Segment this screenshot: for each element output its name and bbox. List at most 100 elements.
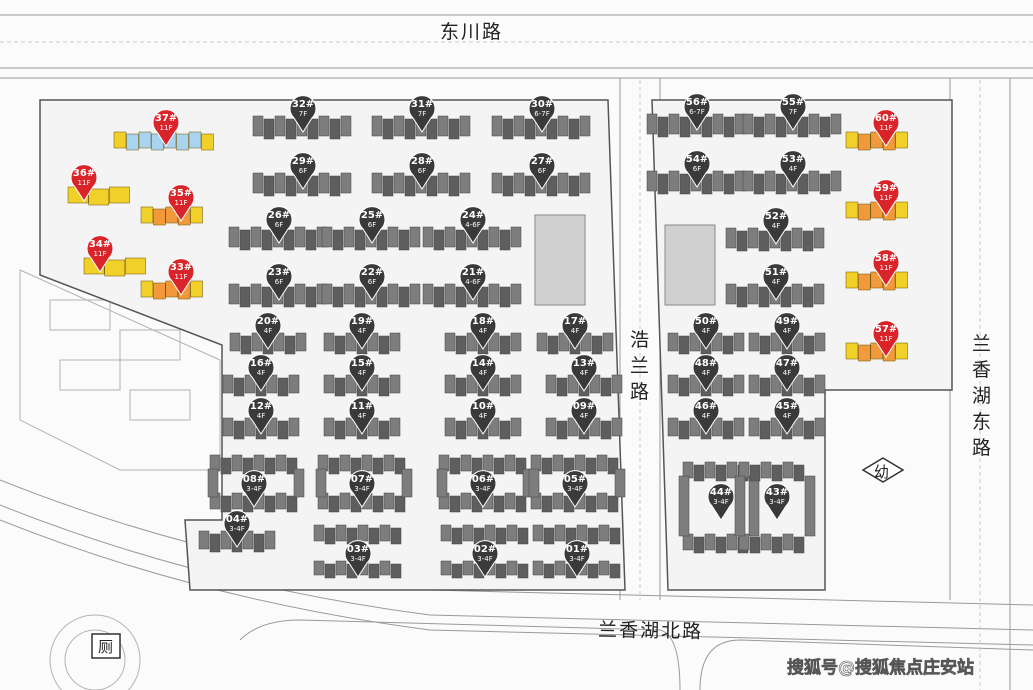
building-floors: 4F — [772, 278, 780, 286]
building-pin-25: 25#6F — [358, 206, 386, 244]
building-number: 13# — [573, 358, 595, 369]
building-pin-45: 45#4F — [773, 397, 801, 435]
building-pins-layer: 32#7F31#7F30#6-7F29#6F28#6F27#6F26#6F25#… — [70, 93, 900, 578]
building-pin-06: 06#3-4F — [469, 470, 497, 508]
building-pin-34: 34#11F — [86, 235, 114, 273]
building-pin-55: 55#7F — [779, 93, 807, 131]
building-number: 49# — [776, 316, 798, 327]
building-floors: 6-7F — [534, 110, 549, 118]
building-pin-37: 37#11F — [152, 109, 180, 147]
building-floors: 3-4F — [246, 485, 261, 493]
building-floors: 4-6F — [465, 278, 480, 286]
building-floors: 3-4F — [354, 485, 369, 493]
building-pin-33: 33#11F — [167, 258, 195, 296]
building-number: 25# — [361, 210, 383, 221]
building-pin-58: 58#11F — [872, 249, 900, 287]
building-number: 52# — [765, 211, 787, 222]
building-floors: 4F — [257, 369, 265, 377]
svg-text:香: 香 — [972, 359, 993, 381]
building-pin-16: 16#4F — [247, 354, 275, 392]
svg-text:湖: 湖 — [972, 385, 993, 407]
building-floors: 6F — [693, 165, 701, 173]
building-number: 48# — [695, 358, 717, 369]
building-pin-23: 23#6F — [265, 263, 293, 301]
building-floors: 4F — [479, 412, 487, 420]
building-block-03 — [313, 524, 402, 579]
building-number: 27# — [531, 156, 553, 167]
building-pin-49: 49#4F — [773, 312, 801, 350]
building-pin-03: 03#3-4F — [344, 540, 372, 578]
building-floors: 4F — [702, 369, 710, 377]
building-number: 43# — [766, 487, 788, 498]
building-block-60 — [845, 131, 908, 151]
building-floors: 6-7F — [689, 108, 704, 116]
building-block-33 — [140, 280, 203, 300]
building-number: 10# — [472, 401, 494, 412]
building-block-06 — [436, 454, 534, 513]
west-neighbour-block — [19, 269, 221, 690]
building-pin-36: 36#11F — [70, 164, 98, 202]
building-pin-24: 24#4-6F — [459, 206, 487, 244]
svg-text:路: 路 — [972, 437, 993, 459]
building-floors: 3-4F — [569, 555, 584, 563]
building-floors: 4F — [580, 369, 588, 377]
building-number: 22# — [361, 267, 383, 278]
building-floors: 4F — [358, 369, 366, 377]
building-number: 21# — [462, 267, 484, 278]
building-floors: 4F — [783, 412, 791, 420]
building-floors: 11F — [175, 273, 188, 281]
svg-text:幼: 幼 — [874, 463, 889, 481]
building-pin-27: 27#6F — [528, 152, 556, 190]
building-number: 19# — [351, 316, 373, 327]
building-pin-10: 10#4F — [469, 397, 497, 435]
building-floors: 6F — [418, 167, 426, 175]
building-block-57 — [845, 342, 908, 362]
restroom-marker: 厕 — [91, 633, 121, 659]
svg-text:路: 路 — [630, 381, 651, 403]
building-number: 31# — [411, 99, 433, 110]
building-floors: 4F — [264, 327, 272, 335]
clubhouse-block — [534, 214, 716, 306]
building-pin-60: 60#11F — [872, 109, 900, 147]
building-pin-48: 48#4F — [692, 354, 720, 392]
building-floors: 6F — [275, 278, 283, 286]
building-pin-26: 26#6F — [265, 206, 293, 244]
building-pin-17: 17#4F — [561, 312, 589, 350]
building-floors: 4F — [789, 165, 797, 173]
building-pin-15: 15#4F — [348, 354, 376, 392]
building-pin-11: 11#4F — [348, 397, 376, 435]
building-floors: 4F — [479, 327, 487, 335]
building-pin-46: 46#4F — [692, 397, 720, 435]
building-floors: 11F — [94, 250, 107, 258]
building-pin-47: 47#4F — [773, 354, 801, 392]
building-number: 14# — [472, 358, 494, 369]
building-number: 45# — [776, 401, 798, 412]
building-pin-29: 29#6F — [289, 152, 317, 190]
building-pin-30: 30#6-7F — [528, 95, 556, 133]
watermark: 搜狐号@搜狐焦点庄安站 — [787, 657, 975, 679]
building-pin-22: 22#6F — [358, 263, 386, 301]
building-number: 51# — [765, 267, 787, 278]
building-floors: 11F — [880, 194, 893, 202]
building-pin-44: 44#3-4F — [707, 483, 735, 521]
building-number: 26# — [268, 210, 290, 221]
building-pin-08: 08#3-4F — [240, 470, 268, 508]
building-floors: 11F — [78, 179, 91, 187]
building-number: 33# — [170, 262, 192, 273]
building-number: 15# — [351, 358, 373, 369]
building-pin-35: 35#11F — [167, 184, 195, 222]
building-number: 11# — [351, 401, 373, 412]
building-floors: 3-4F — [350, 555, 365, 563]
building-block-05 — [528, 454, 626, 513]
road-dashes — [0, 41, 1033, 690]
building-block-43 — [734, 461, 816, 554]
building-pin-13: 13#4F — [570, 354, 598, 392]
building-floors: 3-4F — [229, 525, 244, 533]
building-floors: 11F — [880, 335, 893, 343]
building-pin-12: 12#4F — [247, 397, 275, 435]
building-pin-50: 50#4F — [692, 312, 720, 350]
building-number: 20# — [257, 316, 279, 327]
building-number: 54# — [686, 154, 708, 165]
building-pin-21: 21#4-6F — [459, 263, 487, 301]
